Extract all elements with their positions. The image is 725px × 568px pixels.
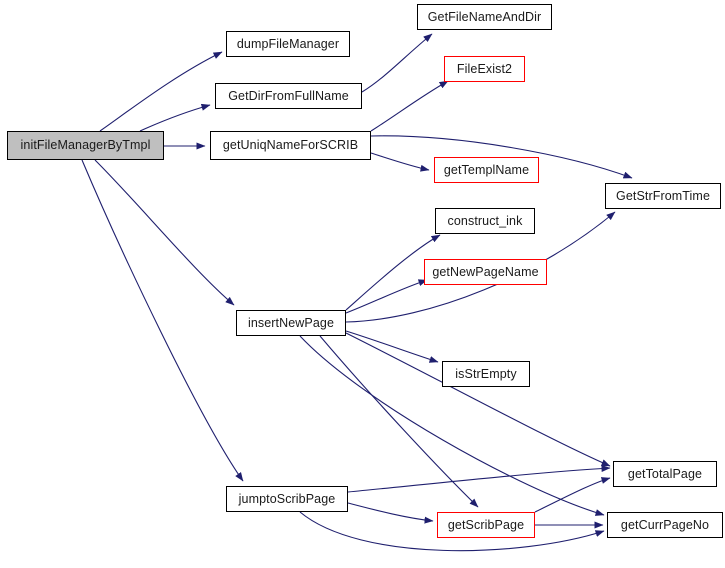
- graph-node-label: jumptoScribPage: [238, 491, 336, 506]
- call-edge-initFileManagerByTmpl-to-jumptoScribPage: [81, 159, 244, 482]
- graph-node-FileExist2[interactable]: FileExist2: [444, 56, 525, 82]
- call-edge-insertNewPage-to-construct_ink: [345, 234, 441, 311]
- graph-node-label: dumpFileManager: [236, 36, 340, 51]
- call-edge-initFileManagerByTmpl-to-GetDirFromFullName: [139, 103, 211, 132]
- graph-node-insertNewPage[interactable]: insertNewPage: [236, 310, 346, 336]
- graph-node-label: isStrEmpty: [455, 366, 517, 381]
- graph-node-label: getNewPageName: [432, 264, 539, 279]
- call-edge-GetDirFromFullName-to-GetFileNameAndDir: [361, 33, 433, 93]
- call-edge-insertNewPage-to-isStrEmpty: [345, 330, 439, 363]
- call-edge-insertNewPage-to-getTotalPage: [345, 332, 611, 467]
- graph-node-label: getUniqNameForSCRIB: [222, 138, 359, 153]
- graph-node-getNewPageName[interactable]: getNewPageName: [424, 259, 547, 285]
- graph-node-isStrEmpty[interactable]: isStrEmpty: [442, 361, 530, 387]
- graph-node-GetDirFromFullName[interactable]: GetDirFromFullName: [215, 83, 362, 109]
- graph-node-label: GetFileNameAndDir: [427, 9, 542, 24]
- graph-node-label: FileExist2: [456, 61, 513, 76]
- graph-node-label: GetStrFromTime: [616, 188, 710, 203]
- graph-node-getCurrPageNo[interactable]: getCurrPageNo: [607, 512, 723, 538]
- graph-node-jumptoScribPage[interactable]: jumptoScribPage: [226, 486, 348, 512]
- call-edges: [81, 33, 633, 552]
- graph-node-getTotalPage[interactable]: getTotalPage: [613, 461, 717, 487]
- graph-node-GetStrFromTime[interactable]: GetStrFromTime: [605, 183, 721, 209]
- call-edge-getUniqNameForSCRIB-to-getTemplName: [370, 152, 430, 172]
- graph-node-initFileManagerByTmpl[interactable]: initFileManagerByTmpl: [7, 131, 164, 160]
- graph-node-getTemplName[interactable]: getTemplName: [434, 157, 539, 183]
- graph-node-label: GetDirFromFullName: [228, 88, 349, 103]
- call-edge-jumptoScribPage-to-getScribPage: [347, 502, 434, 524]
- call-edge-getUniqNameForSCRIB-to-GetStrFromTime: [370, 135, 633, 179]
- graph-node-label: getCurrPageNo: [620, 517, 710, 532]
- call-edge-initFileManagerByTmpl-to-dumpFileManager: [99, 51, 223, 132]
- call-edge-jumptoScribPage-to-getTotalPage: [347, 464, 611, 493]
- graph-node-dumpFileManager[interactable]: dumpFileManager: [226, 31, 350, 57]
- call-edge-insertNewPage-to-GetStrFromTime: [345, 211, 616, 323]
- graph-node-label: getTemplName: [443, 162, 530, 177]
- graph-node-getUniqNameForSCRIB[interactable]: getUniqNameForSCRIB: [210, 131, 371, 160]
- graph-node-GetFileNameAndDir[interactable]: GetFileNameAndDir: [417, 4, 552, 30]
- graph-node-label: getScribPage: [447, 517, 525, 532]
- call-edge-insertNewPage-to-getCurrPageNo: [299, 335, 605, 516]
- graph-node-label: insertNewPage: [247, 315, 335, 330]
- graph-node-label: getTotalPage: [627, 466, 703, 481]
- graph-node-label: initFileManagerByTmpl: [20, 138, 151, 153]
- call-edge-jumptoScribPage-to-getCurrPageNo: [299, 511, 605, 552]
- graph-node-label: construct_ink: [447, 213, 523, 228]
- call-edge-getScribPage-to-getTotalPage: [534, 477, 611, 513]
- call-edge-insertNewPage-to-getNewPageName: [345, 279, 428, 314]
- call-edge-initFileManagerByTmpl-to-insertNewPage: [94, 159, 235, 306]
- call-edge-getUniqNameForSCRIB-to-FileExist2: [370, 80, 449, 132]
- call-edge-insertNewPage-to-getScribPage: [319, 335, 479, 508]
- graph-node-construct_ink[interactable]: construct_ink: [435, 208, 535, 234]
- graph-node-getScribPage[interactable]: getScribPage: [437, 512, 535, 538]
